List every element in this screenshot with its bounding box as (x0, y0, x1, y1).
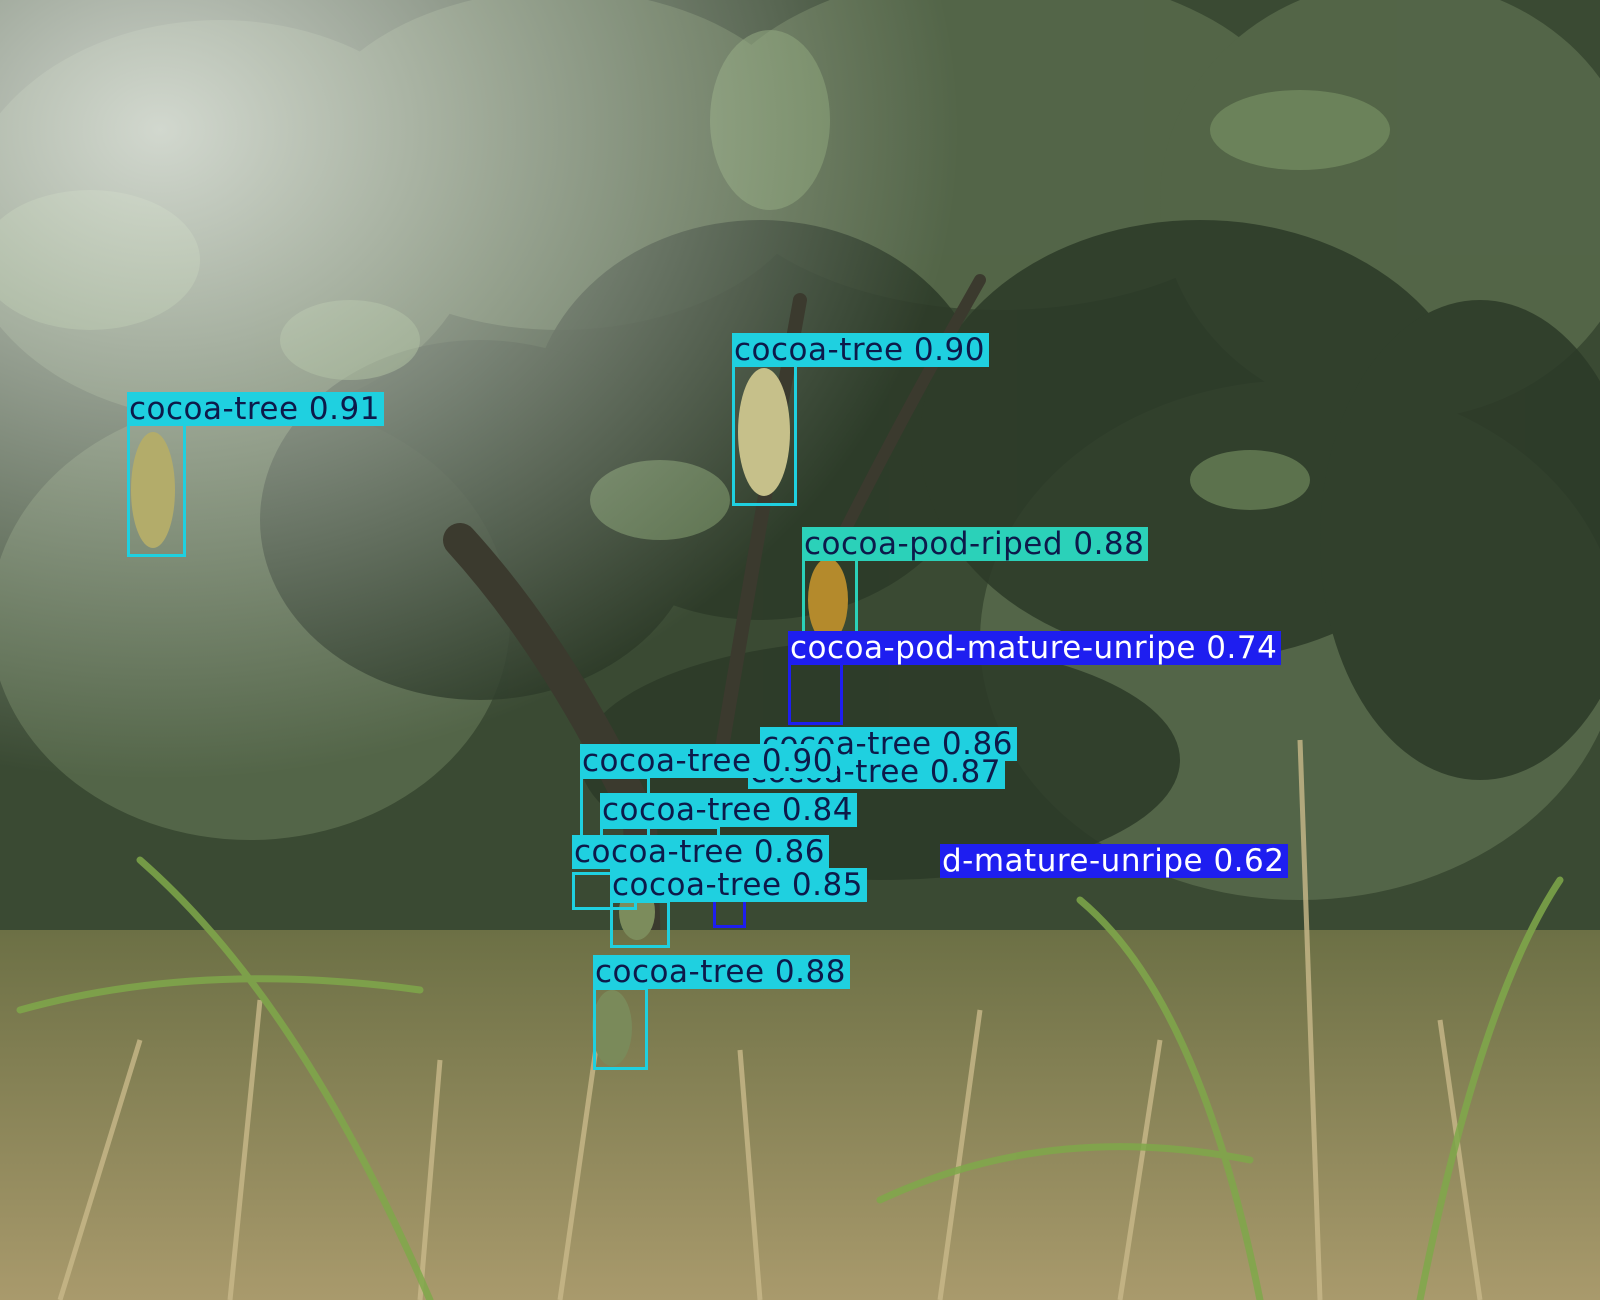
detection-box-4 (788, 660, 843, 725)
detection-label-7: cocoa-tree 0.90 (580, 744, 837, 778)
detection-label-12: cocoa-tree 0.88 (593, 955, 850, 989)
detection-label-2: cocoa-tree 0.90 (732, 333, 989, 367)
detection-label-10: cocoa-tree 0.86 (572, 835, 829, 869)
detection-label-9: d-mature-unripe 0.62 (940, 844, 1289, 878)
detection-box-11 (610, 900, 670, 948)
detection-box-12 (593, 987, 648, 1070)
detection-box-2 (732, 362, 797, 506)
detection-label-8: cocoa-tree 0.84 (600, 793, 857, 827)
detection-label-3: cocoa-pod-riped 0.88 (802, 527, 1149, 561)
detection-label-11: cocoa-tree 0.85 (610, 868, 867, 902)
detection-label-4: cocoa-pod-mature-unripe 0.74 (788, 631, 1282, 665)
detection-label-1: cocoa-tree 0.91 (127, 392, 384, 426)
detection-box-1 (127, 419, 186, 557)
